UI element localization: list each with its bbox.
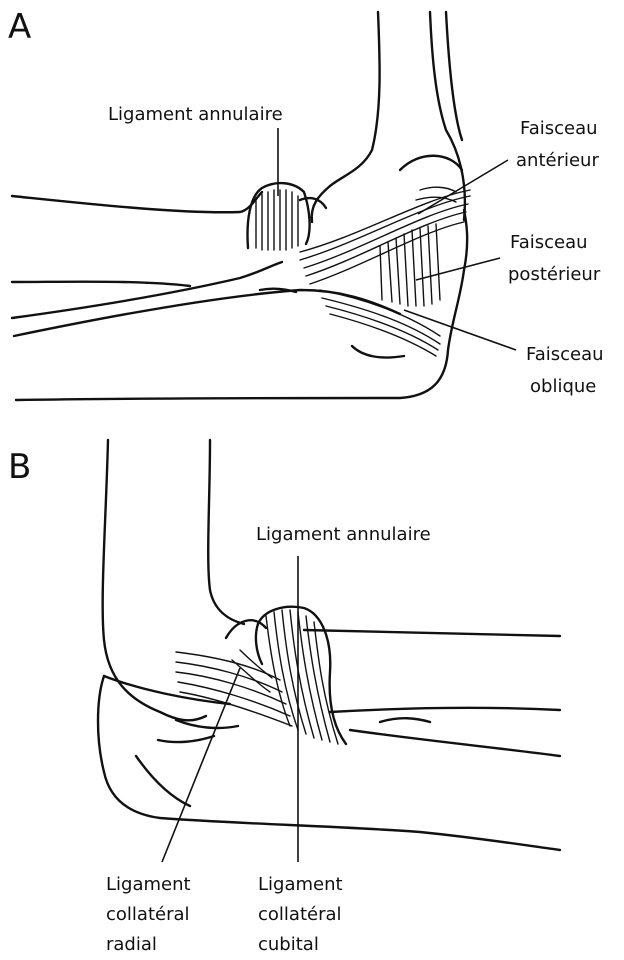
panel-b-leaders [162, 556, 298, 862]
label-annular-b: Ligament annulaire [256, 524, 431, 545]
label-posterior-2: postérieur [508, 264, 601, 285]
label-radial-1: Ligament [106, 874, 191, 895]
panel-b-collateral-fibers [176, 650, 292, 726]
panel-a-ligament-fibers [300, 187, 470, 356]
label-oblique-1: Faisceau [526, 344, 604, 365]
label-radial-3: radial [106, 934, 157, 955]
label-ulnar-1: Ligament [258, 874, 343, 895]
panel-a-leaders [278, 128, 516, 350]
panel-b: B [8, 440, 560, 955]
leader-oblique [404, 310, 516, 350]
panel-a-humerus [312, 12, 465, 222]
label-oblique-2: oblique [530, 376, 596, 397]
leader-posterior [416, 258, 500, 280]
panel-a-letter: A [8, 7, 31, 47]
label-ulnar-2: collatéral [258, 904, 342, 925]
panel-a-annular-ligament [248, 183, 326, 250]
panel-a-ulna [14, 210, 467, 400]
panel-a: A [8, 7, 604, 400]
label-ulnar-3: cubital [258, 934, 319, 955]
label-annular-a: Ligament annulaire [108, 104, 283, 125]
label-anterior-2: antérieur [516, 150, 599, 171]
label-anterior-1: Faisceau [520, 118, 598, 139]
label-radial-2: collatéral [106, 904, 190, 925]
panel-b-letter: B [8, 447, 31, 487]
panel-a-radius [12, 192, 282, 318]
label-posterior-1: Faisceau [510, 232, 588, 253]
panel-b-humerus [103, 440, 266, 720]
leader-radial-b [162, 668, 240, 862]
